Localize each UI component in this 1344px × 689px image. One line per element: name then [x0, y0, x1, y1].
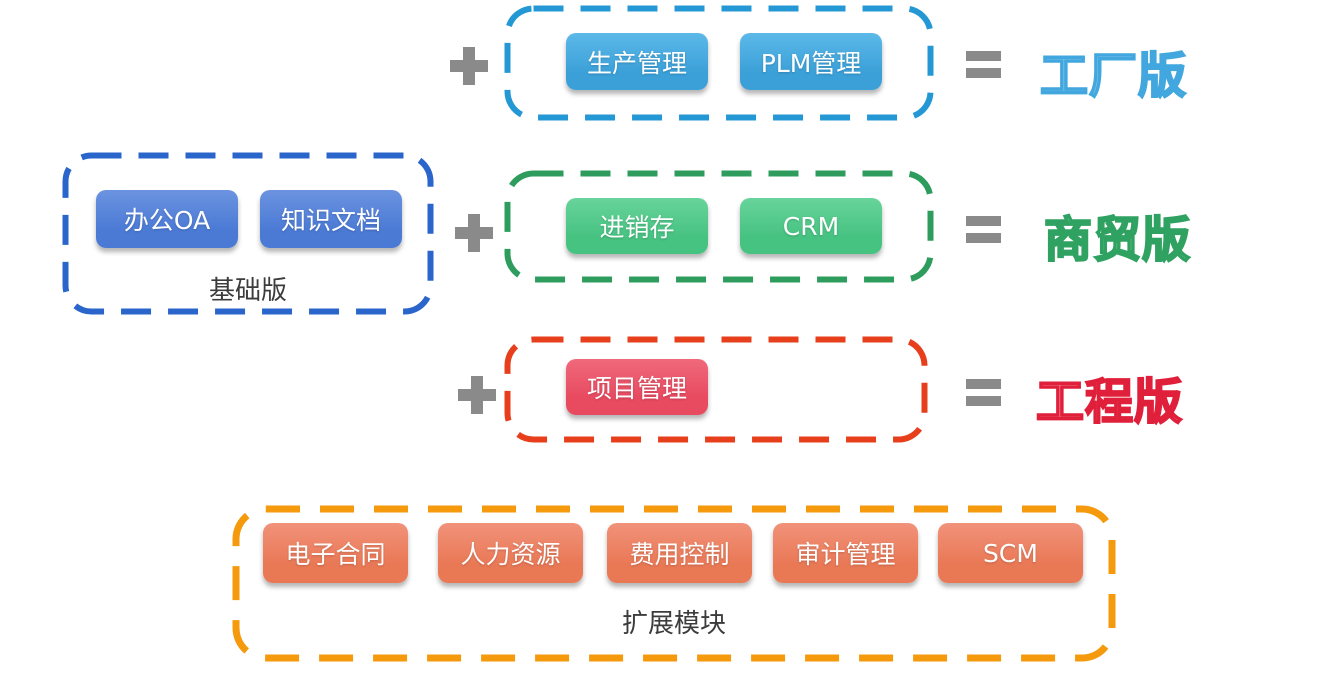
basic-edition-group: 办公OA 知识文档 基础版	[62, 152, 434, 315]
module-button-crm: CRM	[740, 198, 882, 254]
module-button-psi: 进销存	[566, 198, 708, 254]
module-button-docs: 知识文档	[260, 190, 402, 248]
module-button-expense: 费用控制	[607, 523, 752, 583]
result-title-factory: 工厂版	[1039, 47, 1188, 105]
factory-modules-group: 生产管理 PLM管理	[504, 5, 934, 121]
module-button-hr: 人力资源	[438, 523, 583, 583]
result-title-engineering: 工程版	[1035, 373, 1184, 431]
extension-modules-group: 电子合同 人力资源 费用控制 审计管理 SCM 扩展模块	[232, 505, 1116, 662]
equals-icon	[966, 379, 1001, 406]
module-button-oa: 办公OA	[96, 190, 238, 248]
equals-icon	[966, 51, 1001, 78]
basic-edition-label: 基础版	[208, 276, 287, 306]
equals-icon	[966, 216, 1001, 243]
module-button-e-contract: 电子合同	[263, 523, 408, 583]
trade-modules-group: 进销存 CRM	[504, 170, 934, 283]
plus-icon	[450, 47, 488, 85]
module-button-audit: 审计管理	[773, 523, 918, 583]
module-button-scm: SCM	[938, 523, 1083, 583]
plus-icon	[458, 376, 496, 414]
plus-icon	[455, 214, 493, 252]
module-button-plm: PLM管理	[740, 33, 882, 90]
module-button-production: 生产管理	[566, 33, 708, 90]
extension-modules-label: 扩展模块	[621, 609, 726, 639]
result-title-trade: 商贸版	[1043, 211, 1192, 269]
engineering-modules-group: 项目管理	[504, 336, 928, 443]
module-button-project: 项目管理	[566, 359, 708, 415]
